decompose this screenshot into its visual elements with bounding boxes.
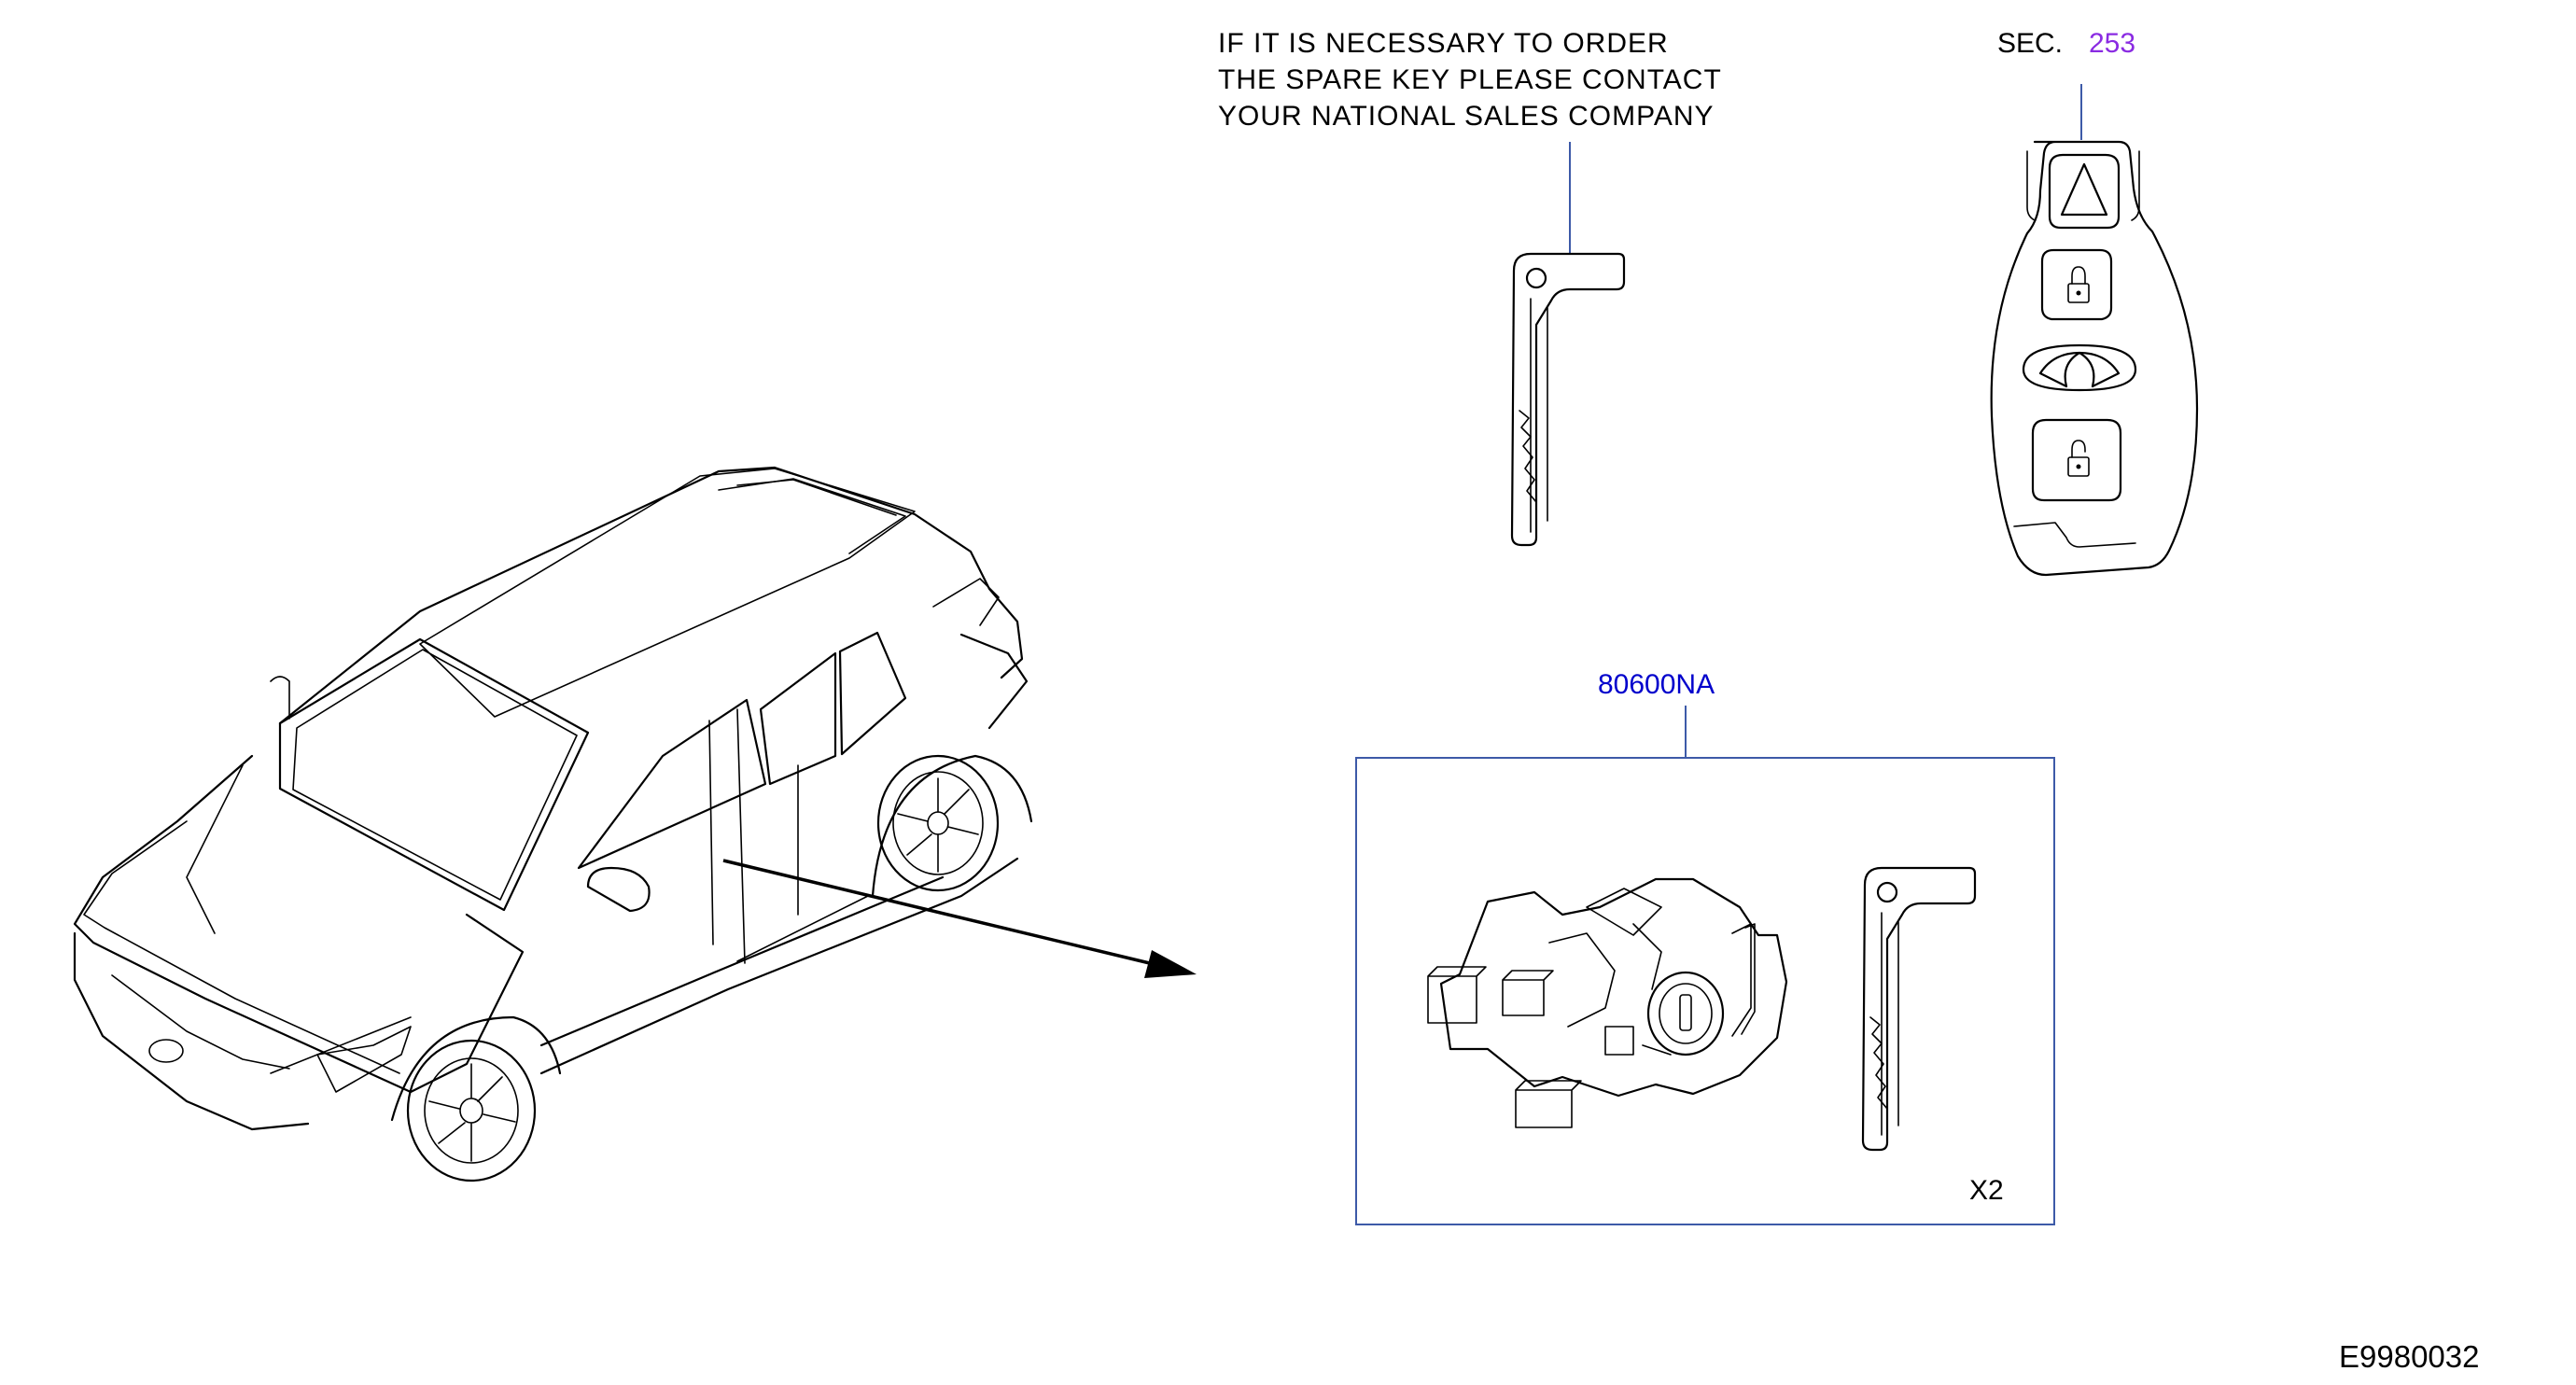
note-line-3: YOUR NATIONAL SALES COMPANY	[1218, 101, 1715, 132]
spare-key-note: IF IT IS NECESSARY TO ORDER THE SPARE KE…	[1218, 28, 1722, 132]
spare-key-blade-icon	[1510, 252, 1626, 547]
intelligent-key-fob-icon	[1990, 140, 2199, 577]
location-arrow	[722, 859, 1197, 978]
note-line-2: THE SPARE KEY PLEASE CONTACT	[1218, 64, 1722, 95]
key-blade-icon	[1861, 866, 1977, 1152]
lock-icon	[2067, 266, 2090, 303]
note-line-1: IF IT IS NECESSARY TO ORDER	[1218, 28, 1669, 59]
vehicle-illustration	[73, 466, 1033, 1182]
unlock-icon	[2067, 440, 2090, 477]
infiniti-logo-icon	[2022, 343, 2137, 392]
quantity-label: X2	[1969, 1175, 2004, 1206]
section-prefix: SEC.	[1997, 28, 2063, 59]
kit-box	[1355, 757, 2055, 1225]
section-reference[interactable]: SEC. 253	[1997, 28, 2135, 59]
section-number-link[interactable]: 253	[2089, 28, 2135, 59]
key-cylinder-set-icon	[1427, 877, 1788, 1128]
part-number-link[interactable]: 80600NA	[1598, 669, 1715, 700]
diagram-id: E9980032	[2339, 1339, 2479, 1374]
